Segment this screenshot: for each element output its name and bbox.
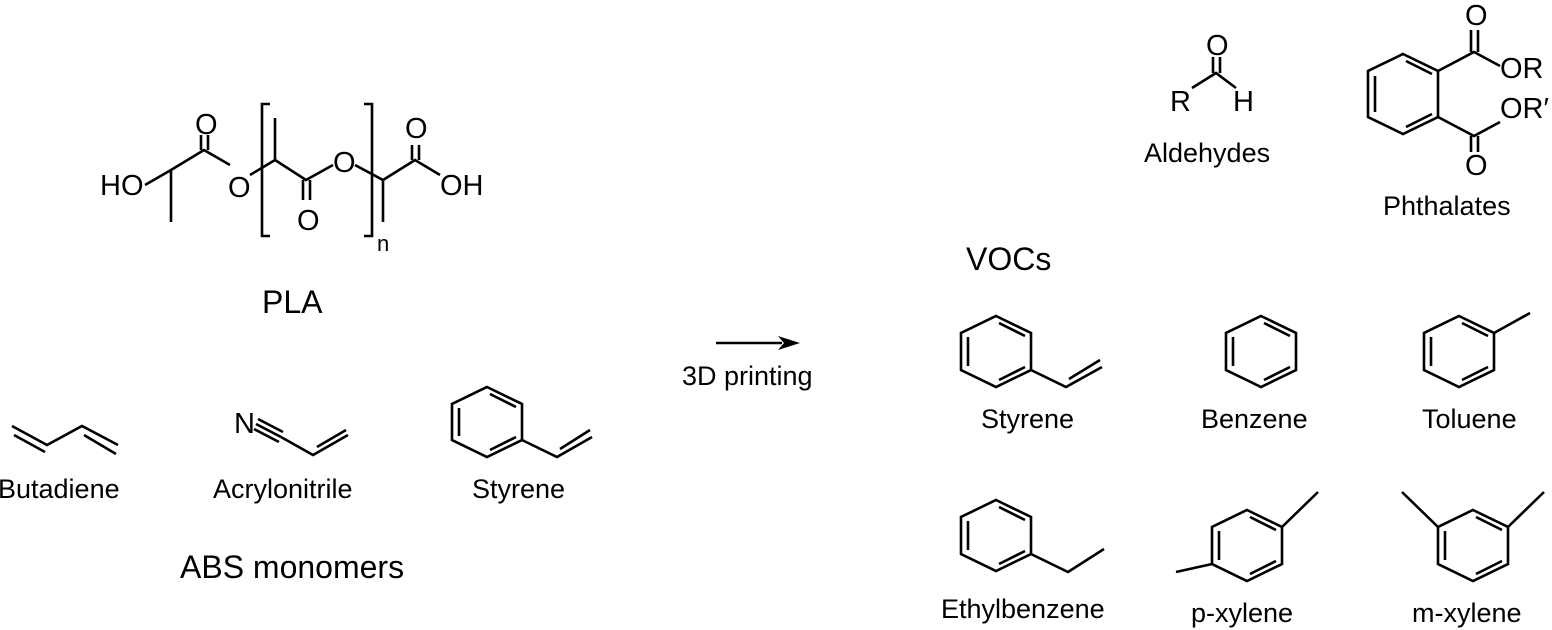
- phthalate-structure: O OR O OR′ Phthalates: [1366, 0, 1549, 221]
- pla-carbonyl-o-2: O: [297, 205, 320, 237]
- pla-label: PLA: [262, 284, 323, 320]
- pla-structure: HO O O O O O OH n PLA: [100, 102, 484, 320]
- p-xylene-label: p-xylene: [1191, 598, 1293, 628]
- phthalate-carbonyl-o-1: O: [1465, 0, 1488, 32]
- styrene-structure: Styrene: [959, 314, 1103, 434]
- phthalates-label: Phthalates: [1383, 191, 1511, 221]
- butadiene-structure: Butadiene: [0, 424, 120, 504]
- pla-oh-label: OH: [440, 170, 484, 202]
- nitrile-n-label: N: [234, 408, 255, 440]
- butadiene-label: Butadiene: [0, 474, 120, 504]
- acrylonitrile-structure: N Acrylonitrile: [213, 408, 353, 504]
- pla-carbonyl-o-3: O: [405, 113, 428, 145]
- phthalate-carbonyl-o-2: O: [1465, 150, 1488, 182]
- arrow-condition-label: 3D printing: [682, 361, 813, 391]
- ethylbenzene-structure: Ethylbenzene: [941, 498, 1105, 624]
- abs-monomers-label: ABS monomers: [180, 549, 404, 585]
- styrene-label: Styrene: [981, 404, 1074, 434]
- benzene-structure: Benzene: [1201, 314, 1308, 434]
- pla-ester-o-1: O: [228, 172, 251, 204]
- vocs-label: VOCs: [966, 241, 1051, 277]
- aldehydes-label: Aldehydes: [1144, 138, 1270, 168]
- benzene-label: Benzene: [1201, 404, 1308, 434]
- toluene-label: Toluene: [1422, 404, 1517, 434]
- pla-carbonyl-o-1: O: [195, 109, 218, 141]
- aldehyde-o-label: O: [1206, 30, 1229, 62]
- aldehyde-r-label: R: [1170, 86, 1191, 118]
- phthalate-or-prime-label: OR′: [1500, 93, 1549, 125]
- aldehyde-h-label: H: [1233, 86, 1254, 118]
- m-xylene-label: m-xylene: [1412, 598, 1522, 628]
- ethylbenzene-label: Ethylbenzene: [941, 594, 1105, 624]
- styrene-abs-structure: Styrene: [450, 385, 593, 504]
- left-bracket: [260, 102, 270, 238]
- reaction-arrow: [716, 336, 800, 350]
- right-bracket: [364, 102, 374, 238]
- acrylonitrile-label: Acrylonitrile: [213, 474, 353, 504]
- m-xylene-structure: m-xylene: [1401, 491, 1545, 628]
- p-xylene-structure: p-xylene: [1175, 491, 1319, 628]
- aldehyde-structure: R O H Aldehydes: [1144, 30, 1270, 168]
- phthalate-or-label: OR: [1500, 53, 1544, 85]
- styrene-abs-label: Styrene: [472, 474, 565, 504]
- repeat-unit-n: n: [377, 231, 389, 256]
- toluene-structure: Toluene: [1422, 311, 1531, 434]
- pla-ho-label: HO: [100, 170, 144, 202]
- pla-ester-o-2: O: [333, 147, 356, 179]
